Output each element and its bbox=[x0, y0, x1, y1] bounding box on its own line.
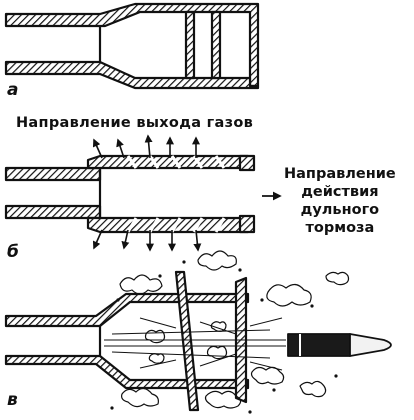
brake-label-line-2: действия bbox=[301, 183, 379, 200]
bullet bbox=[287, 333, 392, 357]
a-baffle-2 bbox=[210, 10, 222, 80]
bullet-tip bbox=[349, 333, 392, 357]
b-barrel-bottom bbox=[4, 204, 102, 220]
figure-v-label: в bbox=[7, 390, 18, 410]
gas-streaks bbox=[104, 317, 286, 371]
figure-a bbox=[4, 2, 260, 90]
v-baffle-1 bbox=[174, 270, 200, 412]
brake-label-line-3: дульного bbox=[300, 201, 380, 218]
gas-exit-arrows bbox=[92, 134, 202, 252]
brake-label-line-1: Направление bbox=[284, 166, 396, 182]
v-upper-wall bbox=[4, 292, 250, 328]
b-muzzle-ring-top bbox=[238, 154, 256, 172]
figure-v bbox=[4, 250, 392, 414]
gas-dots bbox=[110, 260, 338, 414]
brake-label-line-4: тормоза bbox=[305, 219, 375, 236]
brake-action-direction-label: Направление действия дульного тормоза bbox=[284, 166, 396, 238]
bullet-case bbox=[287, 333, 351, 357]
b-muzzle-ring-bottom bbox=[238, 214, 256, 234]
gas-exit-direction-label: Направление выхода газов bbox=[16, 115, 254, 131]
figure-b bbox=[4, 134, 282, 252]
figure-a-label: а bbox=[7, 80, 19, 100]
gas-clouds bbox=[119, 250, 350, 409]
v-lower-wall bbox=[4, 354, 250, 390]
figure-b-label: б bbox=[7, 242, 19, 262]
a-baffle-1 bbox=[184, 10, 196, 80]
a-lower-wall bbox=[4, 60, 260, 90]
b-barrel-top bbox=[4, 166, 102, 182]
